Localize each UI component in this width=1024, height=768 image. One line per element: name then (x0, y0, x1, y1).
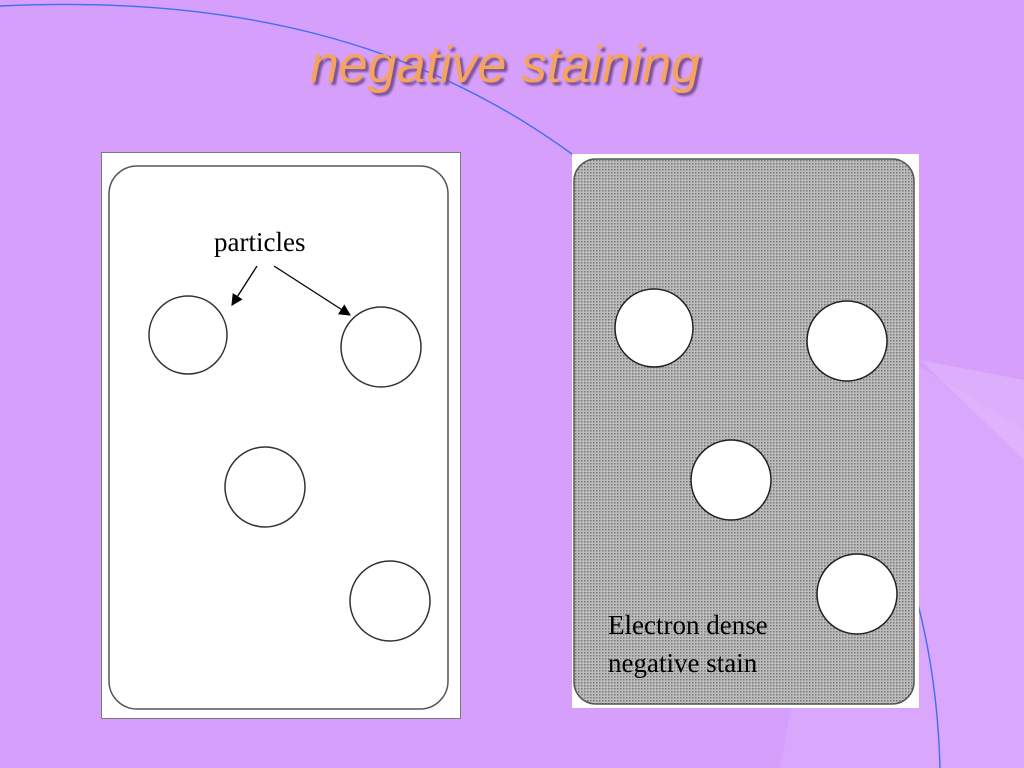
slide-title: negative staining (309, 36, 701, 94)
particle (349, 560, 431, 642)
background-facet (920, 360, 1024, 460)
particle (806, 300, 888, 382)
pointer-arrow (231, 265, 258, 306)
stain-label-line2: negative stain (608, 648, 758, 678)
particle (340, 306, 422, 388)
decorative-arc (0, 3, 581, 161)
stain-label-line1: Electron dense (608, 610, 768, 640)
particles-label: particles (214, 227, 306, 257)
electron-dense-stain-label: Electron dense negative stain (608, 606, 768, 682)
particle (690, 439, 772, 521)
negative-stained-specimen-panel: Electron dense negative stain (572, 154, 919, 708)
unstained-specimen-diagram (108, 165, 449, 710)
particle (816, 553, 898, 635)
unstained-specimen-panel: particles (101, 152, 461, 719)
negative-stained-specimen-diagram (573, 158, 915, 705)
particle (614, 288, 694, 368)
particle (148, 295, 228, 375)
particle (224, 446, 306, 528)
pointer-arrow (273, 265, 351, 316)
